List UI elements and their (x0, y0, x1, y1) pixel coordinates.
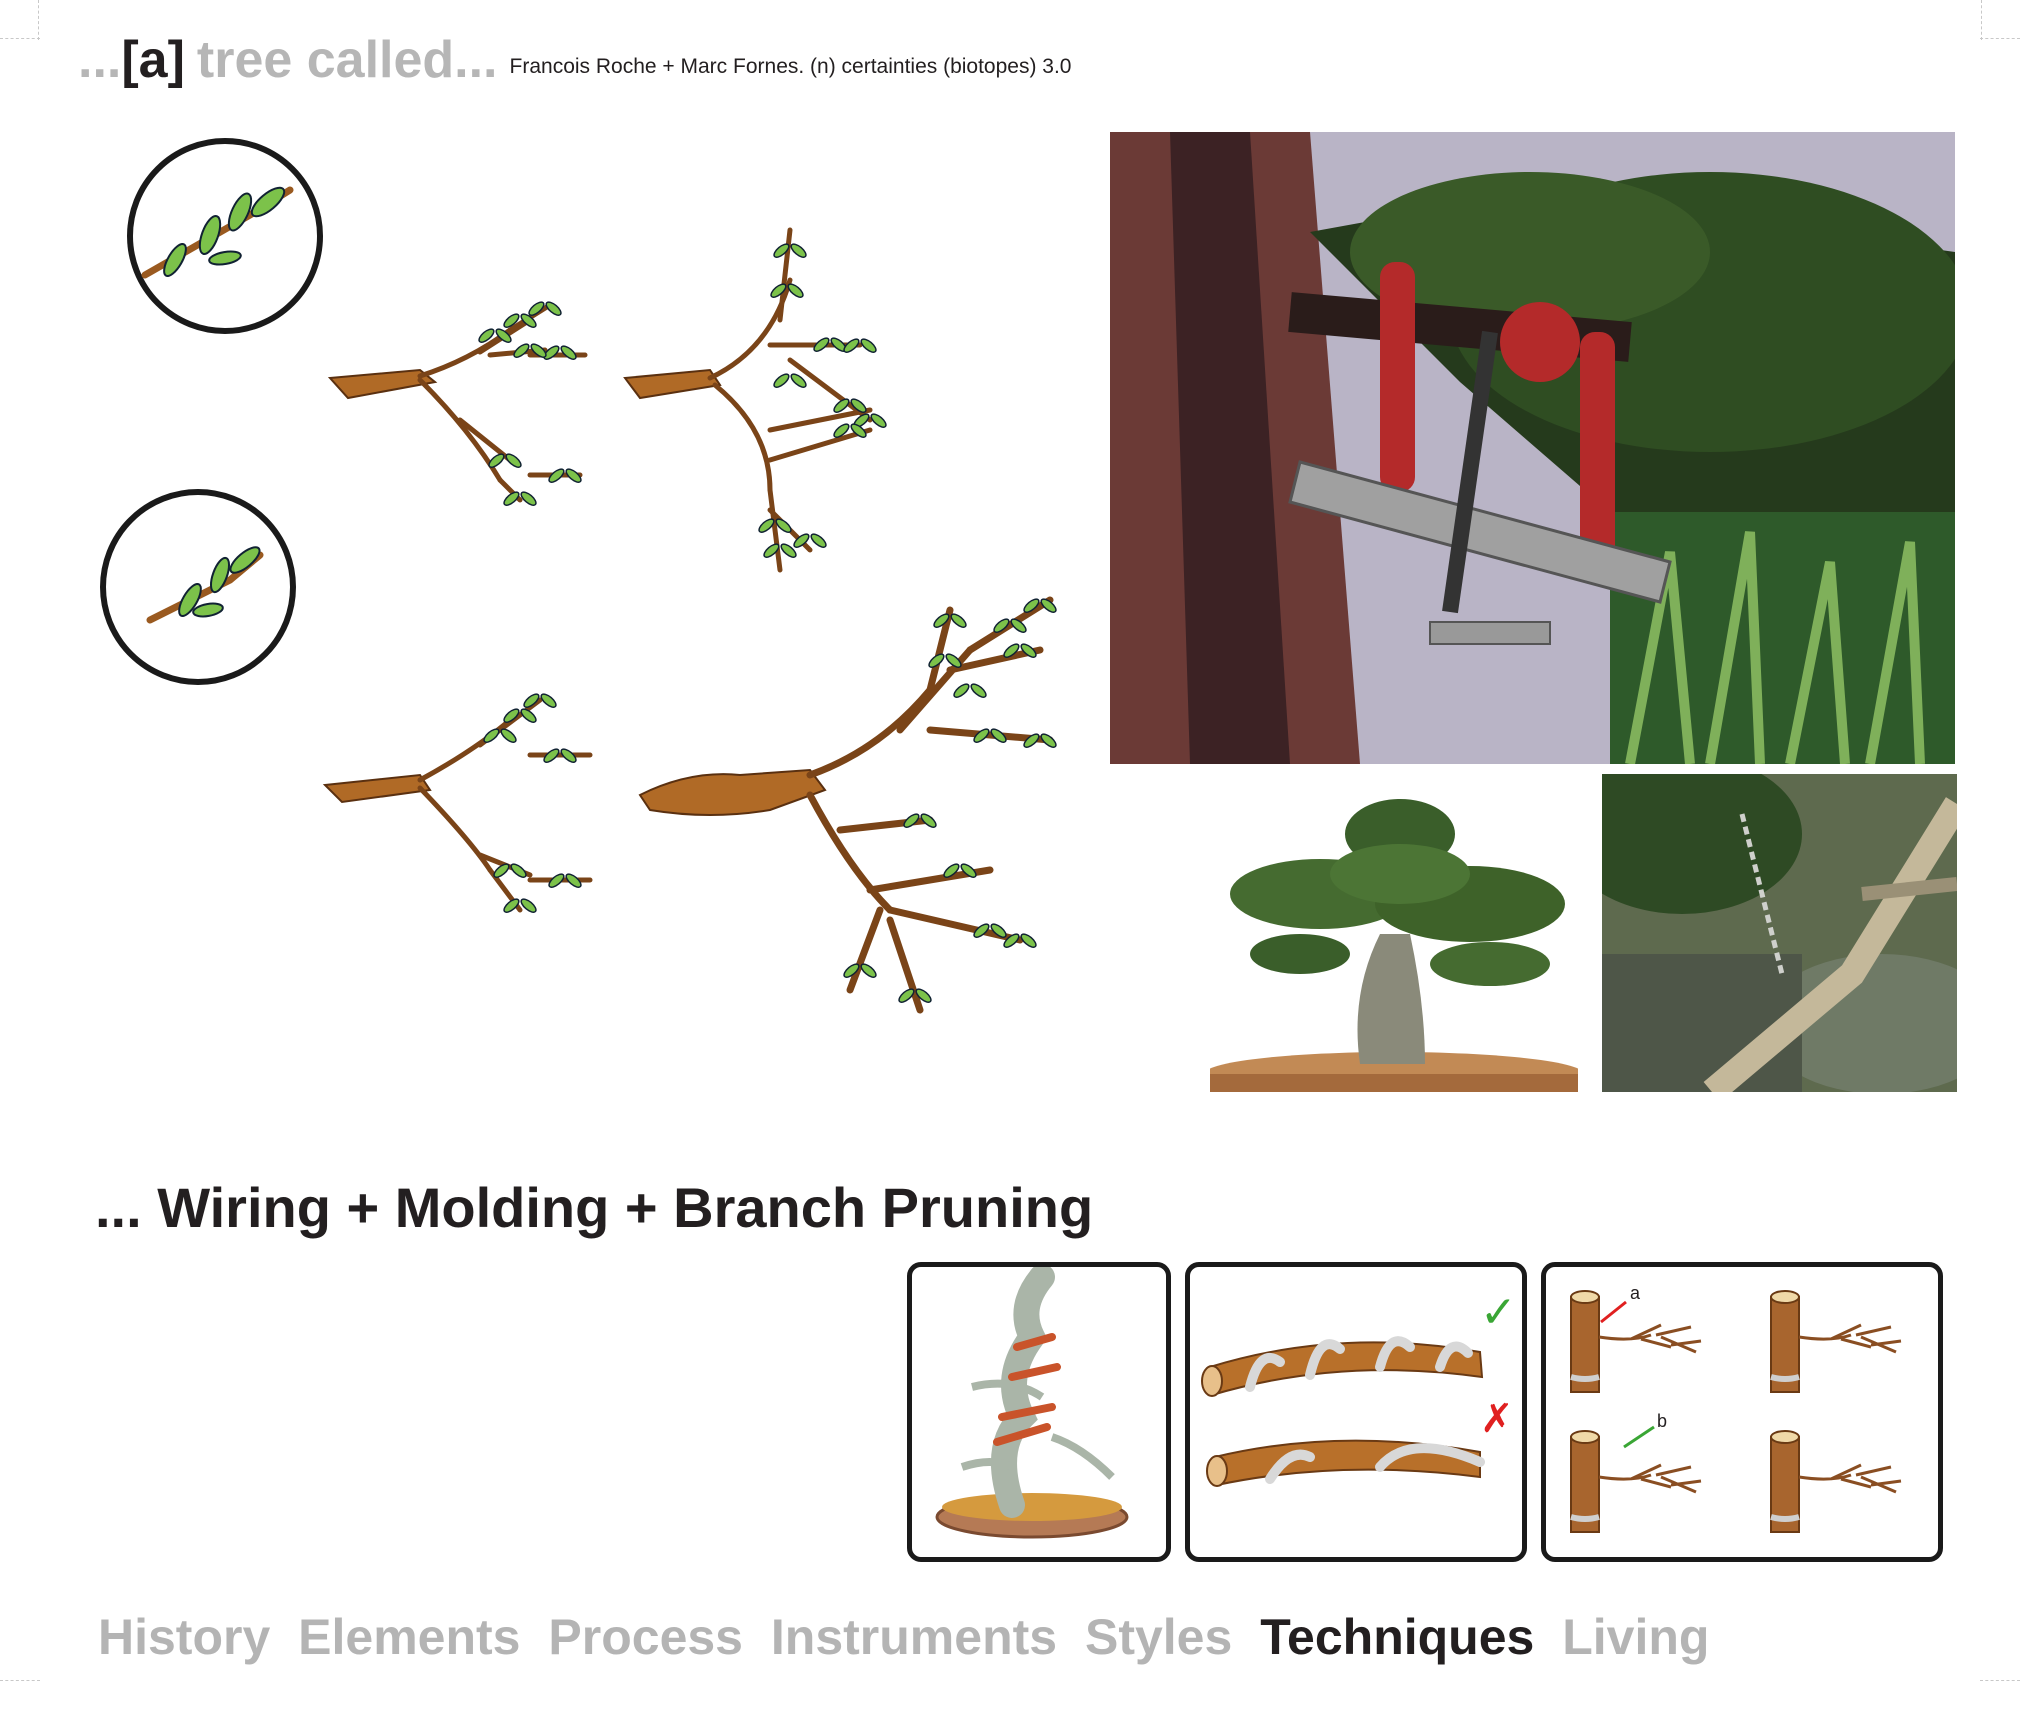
crop-mark (1980, 1680, 2020, 1681)
wired-bonsai-panel (907, 1262, 1171, 1562)
cross-mark-icon: ✗ (1480, 1396, 1514, 1442)
nav-styles[interactable]: Styles (1084, 1609, 1233, 1665)
crop-mark (1981, 0, 1982, 40)
nav-history[interactable]: History (98, 1609, 271, 1665)
pruning-step-b-result (1771, 1431, 1901, 1532)
wired-branch-photo (1602, 774, 1957, 1092)
pruning-step-b (1571, 1431, 1701, 1532)
header-bracket: [a] (121, 31, 185, 89)
nav-techniques[interactable]: Techniques (1260, 1609, 1535, 1665)
correct-wiring-branch (1201, 1336, 1484, 1397)
nav-living[interactable]: Living (1562, 1609, 1710, 1665)
label-b: b (1657, 1411, 1667, 1431)
crop-mark (38, 0, 39, 40)
section-nav: History Elements Process Instruments Sty… (98, 1608, 1723, 1666)
pruning-step-a (1571, 1291, 1701, 1392)
incorrect-wiring-branch (1206, 1439, 1485, 1487)
header-prefix: ... (78, 31, 122, 89)
twig-circle-icon (127, 138, 323, 334)
pruning-step-a-result (1771, 1291, 1901, 1392)
crop-mark (0, 1680, 40, 1681)
twig-circle-icon (100, 489, 296, 685)
header-credit: Francois Roche + Marc Fornes. (n) certai… (509, 55, 1072, 78)
nav-process[interactable]: Process (548, 1609, 743, 1665)
header-title: tree called... (196, 31, 498, 89)
crop-mark (1980, 38, 2020, 39)
bonsai-photo (1210, 774, 1578, 1092)
label-a: a (1630, 1283, 1641, 1303)
crop-mark (0, 38, 40, 39)
nav-elements[interactable]: Elements (298, 1609, 521, 1665)
nav-instruments[interactable]: Instruments (770, 1609, 1058, 1665)
branch-stage-3 (322, 691, 593, 916)
branch-growth-illustration (100, 138, 1059, 1014)
wiring-comparison-panel: ✓ ✗ (1185, 1262, 1527, 1562)
branch-stage-4 (638, 596, 1059, 1014)
page-header: ...[a]tree called... Francois Roche + Mar… (78, 30, 1072, 90)
check-mark-icon: ✓ (1480, 1287, 1517, 1338)
arrow-a-icon (1600, 1300, 1627, 1324)
branch-pruning-panel: a b (1541, 1262, 1943, 1562)
section-subtitle: ... Wiring + Molding + Branch Pruning (95, 1176, 1094, 1239)
branch-stage-2 (623, 227, 889, 573)
arrow-b-icon (1623, 1425, 1655, 1449)
branch-stage-1 (327, 299, 588, 509)
clamp-photo (1110, 132, 1955, 764)
